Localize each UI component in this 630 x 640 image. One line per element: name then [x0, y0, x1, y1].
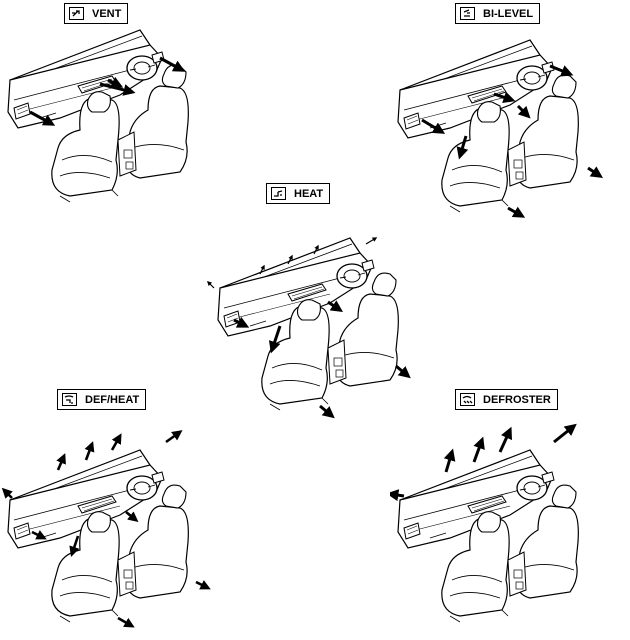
vent-airflow-arrows [29, 56, 186, 126]
bilevel-mode-icon [460, 7, 475, 20]
defroster-panel: DEFROSTER [390, 385, 630, 625]
heat-mode-icon [271, 187, 286, 200]
bilevel-panel: BI-LEVEL [390, 0, 630, 225]
defroster-mode-icon [460, 393, 475, 406]
def-heat-mode-label: DEF/HEAT [57, 389, 147, 410]
bilevel-mode-label: BI-LEVEL [455, 3, 541, 24]
vent-mode-label: VENT [64, 3, 129, 24]
def-heat-airflow-arrows [1, 430, 211, 628]
defroster-cabin-illustration [390, 423, 579, 623]
heat-mode-label: HEAT [266, 183, 331, 204]
heat-defrost-small-arrows [206, 237, 378, 289]
def-heat-mode-text: DEF/HEAT [85, 393, 140, 406]
bilevel-airflow-arrows [421, 64, 603, 218]
defroster-mode-label: DEFROSTER [455, 389, 558, 410]
def-heat-mode-icon [62, 393, 77, 406]
bilevel-mode-text: BI-LEVEL [483, 7, 534, 20]
defroster-airflow-arrows [390, 423, 577, 502]
vent-cabin-illustration [7, 29, 189, 203]
def-heat-cabin-illustration [1, 430, 211, 628]
heat-panel: HEAT [200, 180, 450, 419]
def-heat-panel: DEF/HEAT [0, 385, 240, 628]
vent-mode-icon [69, 7, 84, 20]
heat-airflow-arrows [233, 300, 411, 419]
vent-mode-text: VENT [92, 7, 122, 20]
defroster-mode-text: DEFROSTER [483, 393, 551, 406]
heat-mode-text: HEAT [294, 187, 324, 200]
bilevel-cabin-illustration [397, 39, 603, 218]
vent-panel: VENT [0, 0, 240, 210]
heat-cabin-illustration [206, 237, 411, 419]
